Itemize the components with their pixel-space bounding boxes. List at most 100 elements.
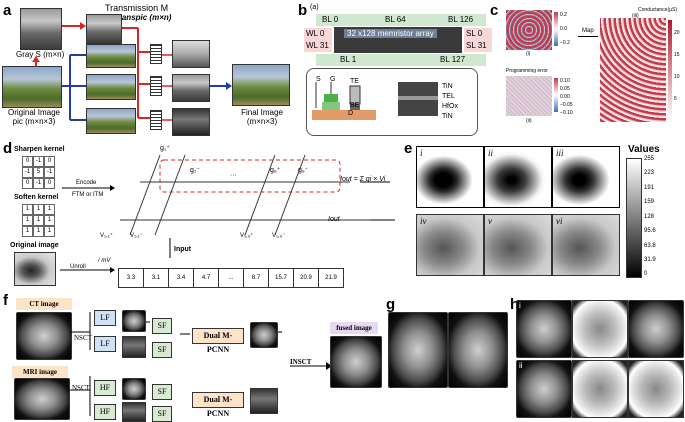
sk-7: -1 bbox=[33, 178, 44, 189]
input-vector: 3.3 3.1 3.4 4.7 ... 8.7 15.7 20.9 21.9 bbox=[118, 268, 344, 288]
sl0-label: SL 0 bbox=[466, 29, 483, 38]
cb1-tick-1: 0.0 bbox=[560, 26, 567, 32]
input-cell: 4.7 bbox=[194, 269, 219, 287]
wl31-label: WL 31 bbox=[306, 41, 329, 50]
sl-bar bbox=[464, 28, 492, 52]
e-image-vi bbox=[552, 214, 620, 276]
out-image-3 bbox=[172, 108, 210, 136]
lf-box-1: LF bbox=[94, 310, 116, 326]
sk-2: 0 bbox=[44, 156, 55, 167]
bl1-label: BL 1 bbox=[340, 55, 357, 64]
sf-4: 1 bbox=[33, 215, 44, 226]
h-image-i-3 bbox=[628, 300, 684, 358]
sf-6: 1 bbox=[22, 226, 33, 237]
wl0-label: WL 0 bbox=[306, 29, 325, 38]
g-image-2 bbox=[448, 312, 508, 388]
panel-b-label: b bbox=[298, 2, 308, 19]
c-i-label: (i) bbox=[526, 51, 531, 57]
mri-label: MRI image bbox=[12, 366, 68, 378]
unit-label: / mV bbox=[98, 258, 111, 264]
hfo-label: HfOx bbox=[442, 103, 458, 110]
memristor-2 bbox=[150, 76, 162, 96]
sf-0: 1 bbox=[22, 204, 33, 215]
value-tick-4: 128 bbox=[644, 214, 655, 220]
channel-r-image bbox=[86, 44, 136, 68]
g-label: G bbox=[330, 76, 336, 83]
encode-label: Encode bbox=[76, 180, 97, 186]
lf-coef-1 bbox=[122, 310, 146, 332]
hf-coef-2 bbox=[122, 402, 146, 422]
panel-e-label: e bbox=[404, 140, 413, 157]
colorbar-3 bbox=[668, 20, 672, 120]
red-arrowhead-2 bbox=[32, 56, 40, 62]
input-cell: 3.1 bbox=[144, 269, 169, 287]
encode-arrowhead bbox=[110, 185, 115, 191]
e-image-i bbox=[416, 146, 484, 208]
sf-box-1: SF bbox=[152, 318, 172, 334]
input-label: Input bbox=[174, 246, 192, 253]
sk-3: -1 bbox=[22, 167, 33, 178]
g-minus-1: g₁⁻ bbox=[190, 167, 200, 174]
sk-4: 5 bbox=[33, 167, 44, 178]
cb2-tick-3: −0.05 bbox=[560, 102, 573, 108]
hf-box-1: HF bbox=[94, 380, 116, 396]
channel-g-image bbox=[86, 74, 136, 100]
cb2-tick-1: 0.05 bbox=[560, 86, 570, 92]
e-roman-vi: vi bbox=[556, 216, 563, 226]
v1m-label: V₁,₁⁻ bbox=[130, 233, 143, 239]
tin1-label: TiN bbox=[442, 83, 453, 90]
be-label: BE bbox=[350, 102, 360, 109]
hfo-layer bbox=[398, 96, 438, 100]
fused-label: fused image bbox=[330, 322, 378, 334]
input-cell: 20.9 bbox=[294, 269, 319, 287]
e-image-ii bbox=[484, 146, 552, 208]
wl-bar bbox=[304, 28, 332, 52]
soften-label: Soften kernel bbox=[14, 194, 59, 201]
soften-kernel: 1 1 1 1 1 1 1 1 1 bbox=[22, 204, 56, 238]
sk-6: 0 bbox=[22, 178, 33, 189]
crossbar-diagram bbox=[60, 154, 395, 273]
colorbar-1 bbox=[554, 12, 558, 46]
sl31-label: SL 31 bbox=[466, 41, 487, 50]
cb2-tick-0: 0.10 bbox=[560, 78, 570, 84]
bl126-label: BL 126 bbox=[448, 15, 474, 24]
value-tick-1: 223 bbox=[644, 170, 655, 176]
memristor-3 bbox=[150, 110, 162, 130]
cb3-tick-0: 20 bbox=[674, 30, 680, 36]
sf-7: 1 bbox=[33, 226, 44, 237]
panel-d-label: d bbox=[3, 140, 13, 157]
value-tick-2: 191 bbox=[644, 185, 655, 191]
value-tick-3: 159 bbox=[644, 199, 655, 205]
e-roman-ii: ii bbox=[488, 148, 494, 158]
sharpen-label: Sharpen kernel bbox=[14, 146, 65, 153]
red-arrowhead-1 bbox=[80, 22, 86, 30]
gray-image bbox=[20, 8, 62, 50]
transmission-label: Transmission M bbox=[105, 3, 169, 13]
fused-image bbox=[330, 336, 382, 388]
sf-3: 1 bbox=[22, 215, 33, 226]
v9m-label: V₁,₉⁻ bbox=[272, 233, 286, 239]
g-minus-9: g₉⁻ bbox=[298, 167, 309, 174]
final-image bbox=[232, 64, 290, 106]
iout-label: Iout bbox=[328, 216, 340, 223]
mri-image bbox=[14, 378, 70, 420]
h-roman-i: i bbox=[519, 301, 521, 310]
final-label: Final Image (m×n×3) bbox=[241, 108, 283, 126]
ct-label: CT image bbox=[16, 298, 72, 310]
input-cell: 8.7 bbox=[244, 269, 269, 287]
h-image-i-2 bbox=[572, 300, 628, 358]
panel-f-label: f bbox=[3, 292, 8, 309]
values-title: Values bbox=[628, 144, 660, 155]
sharpen-kernel: 0 -1 0 -1 5 -1 0 -1 0 bbox=[22, 156, 56, 190]
ct-image bbox=[16, 312, 72, 360]
sf-5: 1 bbox=[44, 215, 55, 226]
input-cell: 21.9 bbox=[325, 275, 337, 281]
transmission-image bbox=[86, 14, 122, 44]
s-label: S bbox=[316, 76, 321, 83]
tel-label: TEL bbox=[442, 93, 455, 100]
h-image-ii-2 bbox=[572, 360, 628, 418]
bl0-label: BL 0 bbox=[322, 15, 339, 24]
c-ii-label: (ii) bbox=[526, 118, 532, 124]
array-label: 32 x128 memristor array bbox=[344, 29, 437, 38]
panel-b-sub: (a) bbox=[310, 4, 319, 11]
